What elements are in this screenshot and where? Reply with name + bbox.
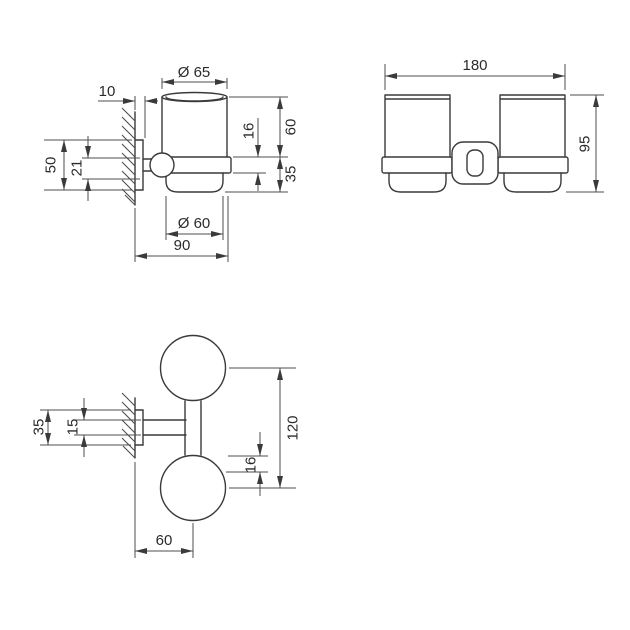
front-right-ring <box>497 156 569 174</box>
dim-side-plate-height: 50 <box>42 139 132 191</box>
plan-crossbar <box>184 400 202 456</box>
wall-flange <box>149 152 175 178</box>
dim-front-height: 95 <box>566 94 604 193</box>
center-connector <box>451 141 499 185</box>
dim-side-top-diameter: Ø 65 <box>161 64 228 89</box>
dim-label: 50 <box>42 157 59 174</box>
front-left-cup <box>384 94 451 158</box>
wall-hatch <box>121 107 136 206</box>
side-view: Ø 65 10 50 21 16 <box>42 64 299 262</box>
dim-label: 90 <box>174 237 191 254</box>
front-right-cup <box>499 94 566 158</box>
front-left-bottom <box>388 172 447 193</box>
cup-rim <box>161 91 228 103</box>
dim-side-ring-height: 16 <box>233 118 266 191</box>
dim-plan-centers-span: 120 <box>229 367 301 489</box>
cup-inner-rim <box>165 96 224 102</box>
dim-label: 60 <box>282 119 299 136</box>
plan-mount-plate <box>134 409 144 446</box>
dim-side-lower-height: 35 <box>225 157 299 193</box>
dim-label: Ø 60 <box>178 215 211 232</box>
dim-front-width: 180 <box>384 57 566 90</box>
mount-plate <box>134 139 144 191</box>
dim-side-depth: 90 <box>134 196 229 262</box>
dim-plan-wall-to-center: 60 <box>134 462 194 558</box>
dim-label: 95 <box>576 136 593 153</box>
dim-side-bracket-height: 21 <box>68 136 140 201</box>
dim-label: 15 <box>64 419 81 436</box>
front-left-ring <box>381 156 453 174</box>
connector-slot <box>466 149 484 177</box>
dim-label: 10 <box>99 83 116 100</box>
dim-label: 180 <box>462 57 487 74</box>
dim-label: 35 <box>30 419 47 436</box>
dim-label: Ø 65 <box>178 64 211 81</box>
plan-arm <box>142 419 187 436</box>
plan-top-cup <box>159 334 227 402</box>
dim-label: 35 <box>282 166 299 183</box>
dim-plan-arm-width: 15 <box>64 398 141 457</box>
dim-side-wall-offset: 10 <box>98 83 158 138</box>
front-view: 180 95 <box>381 57 604 193</box>
plan-view: 35 15 120 16 60 <box>30 334 301 558</box>
dim-plan-bar-width: 16 <box>226 432 268 496</box>
holder-bottom <box>165 172 224 193</box>
front-right-bottom <box>503 172 562 193</box>
dim-side-upper-height: 60 <box>229 96 299 158</box>
dim-label: 120 <box>284 415 301 440</box>
dim-side-bottom-diameter: Ø 60 <box>165 196 224 240</box>
plan-wall-hatch <box>121 392 136 459</box>
dim-label: 60 <box>156 532 173 549</box>
dim-label: 21 <box>68 160 85 177</box>
dim-label: 16 <box>242 457 259 474</box>
dim-label: 16 <box>240 123 257 140</box>
plan-bottom-cup <box>159 454 227 522</box>
